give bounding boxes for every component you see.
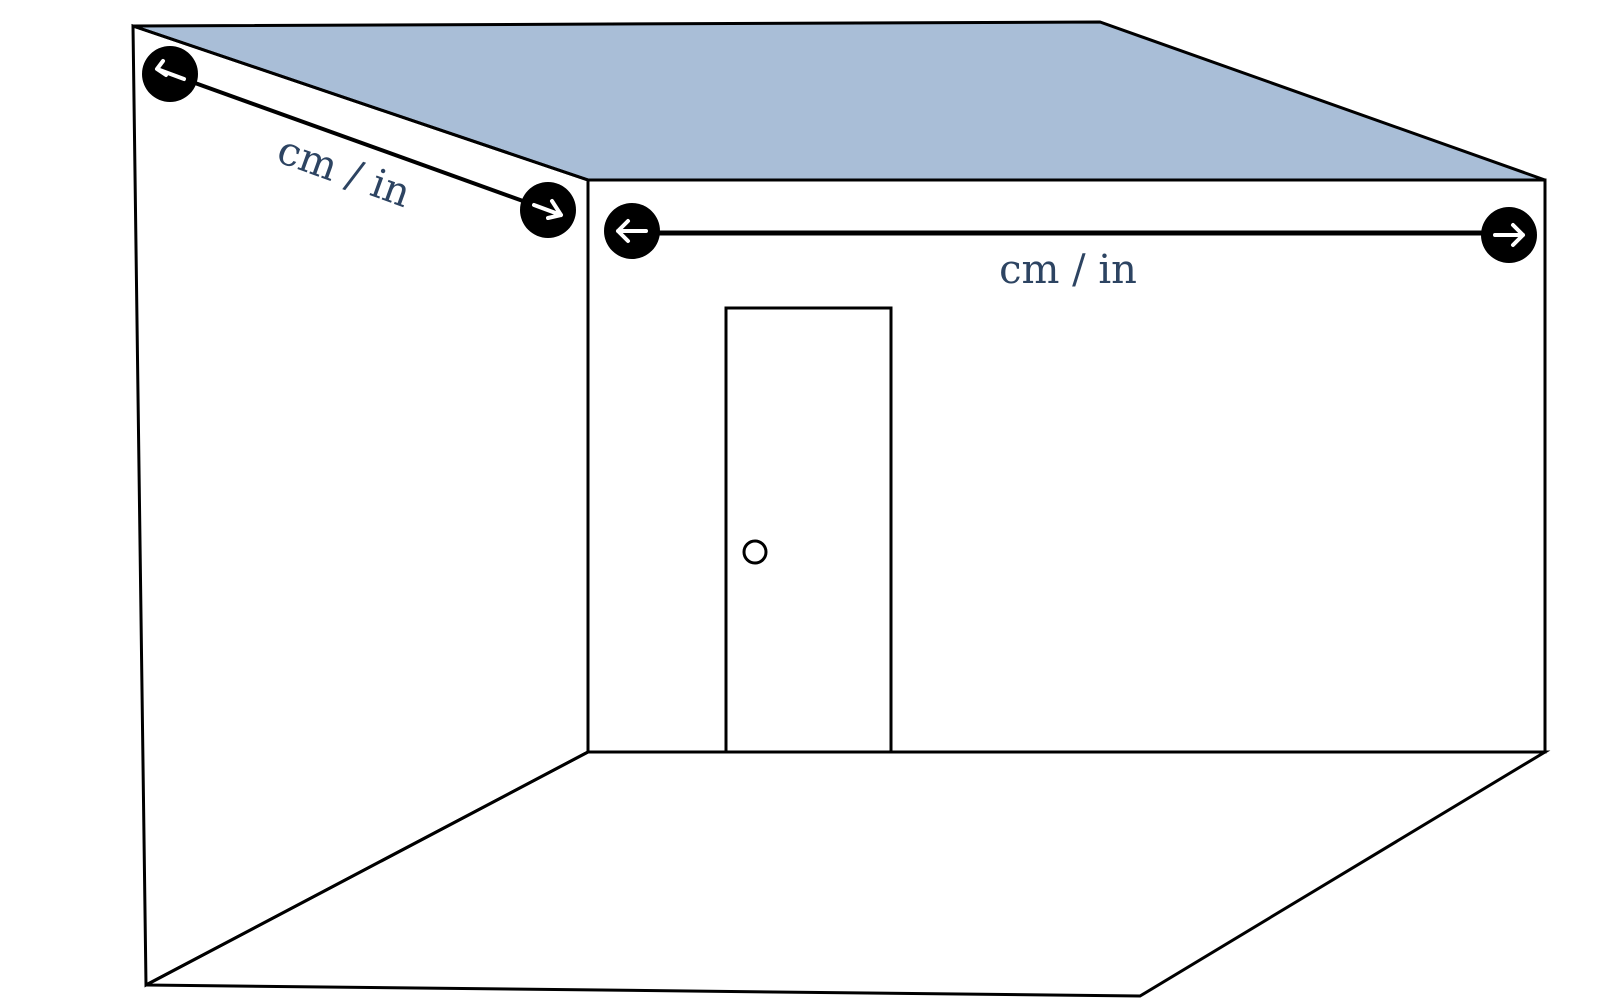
side-wall-dimension-line	[169, 72, 549, 212]
front-wall-dimension-label: cm / in	[999, 247, 1137, 293]
arrow-right-icon	[1481, 207, 1537, 263]
arrow-down-right-icon	[520, 182, 576, 238]
arrow-up-left-icon	[142, 46, 198, 102]
floor	[145, 750, 1551, 998]
door-knob-icon	[742, 539, 768, 565]
door	[724, 306, 893, 754]
side-wall-dimension-label: cm / in	[271, 127, 416, 217]
arrow-left-icon	[604, 203, 660, 259]
